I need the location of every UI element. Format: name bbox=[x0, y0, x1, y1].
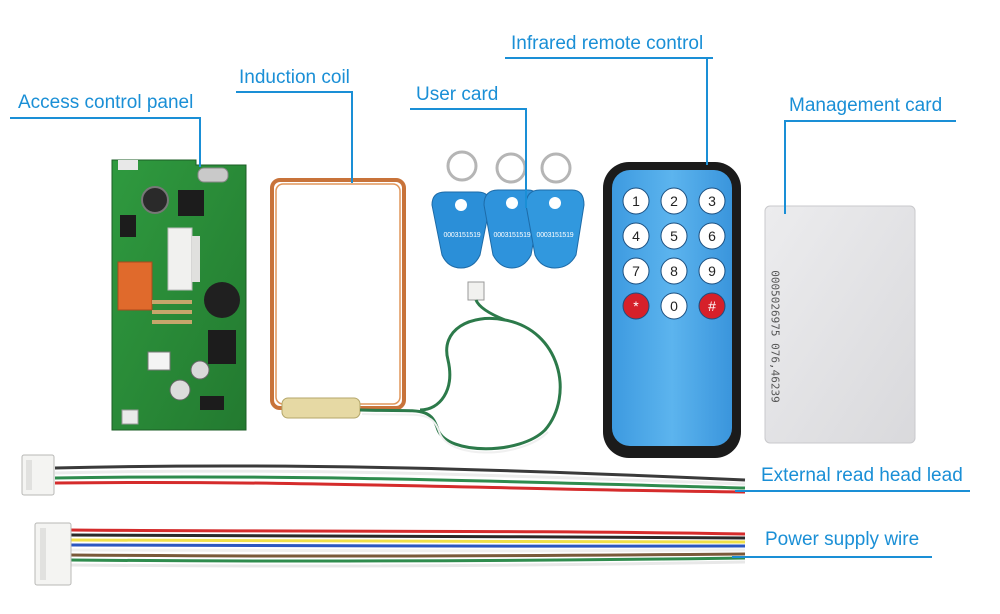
fob-text-2: 0003151519 bbox=[493, 232, 531, 239]
leader-induction-coil bbox=[236, 91, 353, 93]
label-power-supply-wire: Power supply wire bbox=[765, 529, 920, 550]
remote-key-label: * bbox=[633, 298, 639, 314]
remote-key-button bbox=[622, 257, 650, 285]
management-card bbox=[764, 205, 916, 444]
card-number: 0005026975 076,46239 bbox=[768, 270, 782, 403]
remote-key-button bbox=[622, 292, 650, 320]
access-control-pcb bbox=[111, 159, 247, 431]
label-infrared-remote-control: Infrared remote control bbox=[511, 33, 704, 54]
remote-key-button bbox=[698, 257, 726, 285]
leader-induction-coil-drop bbox=[351, 91, 353, 183]
leader-access-control-panel-drop bbox=[199, 117, 201, 167]
remote-key-label: 3 bbox=[708, 193, 716, 209]
remote-key-label: # bbox=[708, 298, 716, 314]
remote-key-button bbox=[698, 222, 726, 250]
leader-infrared-remote-control bbox=[505, 57, 713, 59]
label-external-read-head-lead: External read head lead bbox=[761, 465, 963, 486]
remote-key-button bbox=[660, 257, 688, 285]
remote-key-button bbox=[660, 292, 688, 320]
label-user-card: User card bbox=[416, 84, 499, 105]
remote-key-label: 0 bbox=[670, 298, 678, 314]
remote-key-button bbox=[698, 292, 726, 320]
remote-key-label: 5 bbox=[670, 228, 678, 244]
remote-key-button bbox=[622, 222, 650, 250]
remote-key-button bbox=[660, 187, 688, 215]
label-management-card: Management card bbox=[789, 95, 943, 116]
fob-text-1: 0003151519 bbox=[443, 232, 481, 239]
remote-key-label: 8 bbox=[670, 263, 678, 279]
leader-infrared-remote-control-drop bbox=[706, 57, 708, 165]
remote-key-button bbox=[660, 222, 688, 250]
remote-key-label: 7 bbox=[632, 263, 640, 279]
remote-keypad: 1 2 3 4 5 6 7 8 9 * 0 # bbox=[622, 187, 726, 320]
induction-coil bbox=[270, 178, 562, 454]
label-access-control-panel: Access control panel bbox=[18, 92, 194, 113]
user-card-fobs bbox=[431, 150, 585, 269]
label-induction-coil: Induction coil bbox=[239, 67, 350, 88]
leader-management-card bbox=[784, 120, 956, 122]
external-read-head-lead bbox=[54, 464, 746, 494]
remote-key-button bbox=[622, 187, 650, 215]
remote-key-button bbox=[698, 187, 726, 215]
leader-power-supply-wire bbox=[732, 556, 932, 558]
leader-external-read-head-lead bbox=[735, 490, 970, 492]
read-head-connector bbox=[21, 454, 55, 496]
remote-key-label: 9 bbox=[708, 263, 716, 279]
power-supply-connector bbox=[34, 522, 72, 586]
fob-text-3: 0003151519 bbox=[536, 232, 574, 239]
remote-key-label: 2 bbox=[670, 193, 678, 209]
remote-key-label: 4 bbox=[632, 228, 640, 244]
leader-access-control-panel bbox=[10, 117, 200, 119]
remote-key-label: 1 bbox=[632, 193, 640, 209]
remote-key-label: 6 bbox=[708, 228, 716, 244]
power-supply-wire bbox=[69, 528, 746, 568]
leader-management-card-drop bbox=[784, 120, 786, 214]
leader-user-card-drop bbox=[525, 108, 527, 208]
leader-user-card bbox=[410, 108, 527, 110]
